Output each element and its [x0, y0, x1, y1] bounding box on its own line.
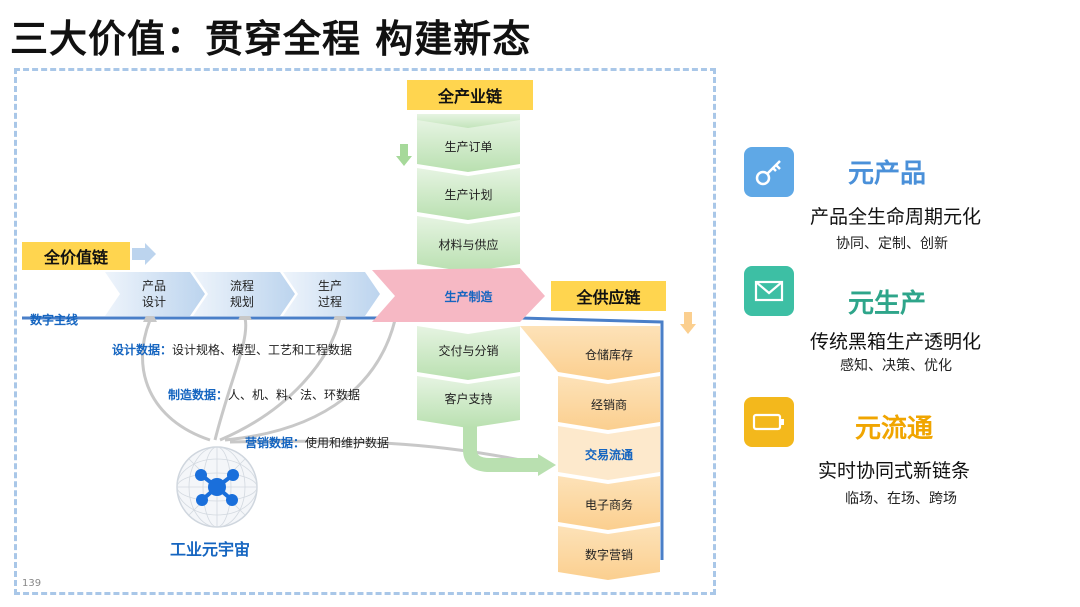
envelope-icon [744, 266, 794, 316]
pillar-sub-product: 产品全生命周期元化 [810, 206, 982, 228]
industry-step-materials: 材料与供应 [438, 237, 499, 252]
value-step-planning: 流程 规划 [229, 279, 254, 309]
pillar-title-production: 元生产 [848, 289, 927, 319]
supply-step-marketing: 数字营销 [584, 547, 633, 562]
manufacturing-data-key: 制造数据： [168, 388, 229, 402]
supply-step-warehouse: 仓储库存 [584, 347, 633, 362]
marketing-data-value: 使用和维护数据 [305, 436, 390, 450]
manufacturing-data-label: 制造数据：人、机、料、法、环数据 [168, 386, 360, 403]
design-data-key: 设计数据： [112, 343, 173, 357]
industry-step-order: 生产订单 [444, 139, 493, 154]
industry-chain-label: 全产业链 [407, 80, 533, 110]
diagram-frame [14, 68, 716, 595]
pillar-small-production: 感知、决策、优化 [840, 358, 952, 374]
pillar-sub-circulation: 实时协同式新链条 [818, 460, 971, 482]
manufacturing-data-value: 人、机、料、法、环数据 [228, 388, 361, 402]
industry-step-manufacturing: 生产制造 [444, 289, 493, 304]
industry-step-plan: 生产计划 [444, 187, 493, 202]
marketing-data-label: 营销数据：使用和维护数据 [245, 434, 389, 451]
key-icon [744, 147, 794, 197]
pillar-sub-production: 传统黑箱生产透明化 [810, 331, 982, 353]
value-chain-label: 全价值链 [22, 242, 130, 270]
metaverse-label: 工业元宇宙 [170, 540, 251, 559]
supply-step-trade: 交易流通 [584, 447, 633, 462]
pillar-small-product: 协同、定制、创新 [836, 236, 948, 252]
industry-step-support: 客户支持 [444, 391, 493, 406]
value-step-design: 产品 设计 [141, 279, 166, 309]
supply-step-ecommerce: 电子商务 [584, 497, 633, 512]
battery-icon [744, 397, 794, 447]
supply-chain-label: 全供应链 [551, 281, 666, 311]
pillar-title-product: 元产品 [848, 159, 927, 189]
design-data-value: 设计规格、模型、工艺和工程数据 [172, 343, 353, 357]
page-title: 三大价值：贯穿全程 构建新态 [10, 17, 532, 61]
pillar-title-circulation: 元流通 [855, 414, 934, 444]
value-step-process: 生产 过程 [317, 279, 342, 309]
marketing-data-key: 营销数据： [245, 436, 306, 450]
industry-step-delivery: 交付与分销 [438, 343, 499, 358]
design-data-label: 设计数据：设计规格、模型、工艺和工程数据 [112, 341, 352, 358]
metaverse-globe-icon [176, 446, 258, 528]
supply-step-dealer: 经销商 [590, 397, 627, 412]
page-number: 139 [22, 578, 42, 589]
digital-thread-label: 数字主线 [30, 313, 79, 327]
pillar-small-circulation: 临场、在场、跨场 [845, 491, 957, 507]
